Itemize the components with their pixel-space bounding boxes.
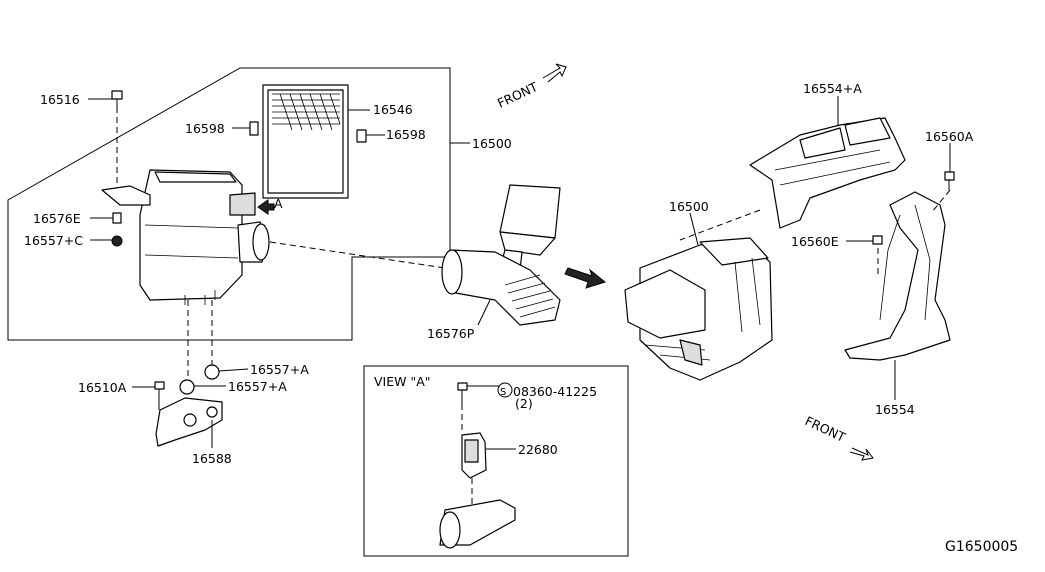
label-16557A-lower: 16557+A [228,379,287,394]
view-a-box [363,365,629,557]
label-view-a: VIEW "A" [374,374,431,389]
bolt-16510A [132,381,165,410]
nut-16557C [111,235,123,247]
label-16516: 16516 [40,92,80,107]
bracket-16554 [844,189,951,361]
mass-air-flow-sensor [461,432,516,505]
label-screw-part: 08360-41225 [513,384,597,399]
label-16557C: 16557+C [24,233,83,248]
label-16546: 16546 [373,102,413,117]
label-22680: 22680 [518,442,558,457]
air-cleaner-case-lower-left [101,169,270,305]
label-16560A: 16560A [925,129,974,144]
air-cleaner-assembly-right [624,237,773,381]
clip-16598-right [356,129,385,143]
grommet-16557A-lower [179,379,195,395]
label-16576P: 16576P [427,326,475,341]
label-front-top: FRONT [495,79,540,111]
front-arrow-bottom-icon [849,447,874,461]
bracket-16588 [155,397,223,448]
screw-08360 [457,382,500,432]
bolt-16560E [846,235,883,245]
group-outline-left [7,67,451,341]
label-16510A: 16510A [78,380,127,395]
label-16500-left: 16500 [472,136,512,151]
label-16554: 16554 [875,402,915,417]
label-16557A-upper: 16557+A [250,362,309,377]
air-filter-element [262,84,349,199]
grommet-16576E [112,212,122,224]
grommet-16557A-upper [204,364,220,380]
label-16598-left: 16598 [185,121,225,136]
label-16598-right: 16598 [386,127,426,142]
arrow-a-icon [257,199,275,215]
label-16500-right: 16500 [669,199,709,214]
air-duct-section [439,499,516,549]
label-16576E: 16576E [33,211,81,226]
label-16554A: 16554+A [803,81,862,96]
label-front-bottom: FRONT [803,413,848,445]
clip-16598-left [232,121,259,136]
label-16560E: 16560E [791,234,839,249]
label-screw-marker: S [500,387,506,398]
label-16588: 16588 [192,451,232,466]
screw-marker-icon [497,382,513,398]
bolt-16516 [88,90,123,190]
air-duct-16576P [441,184,561,326]
bolt-16560A [944,143,955,190]
diagram-id: G1650005 [945,539,1018,555]
resonator-16554A [679,117,906,241]
direction-arrow-icon [564,267,607,289]
label-screw-qty: (2) [515,396,533,411]
label-arrow-a: A [274,196,283,211]
front-arrow-top-icon [542,63,567,83]
